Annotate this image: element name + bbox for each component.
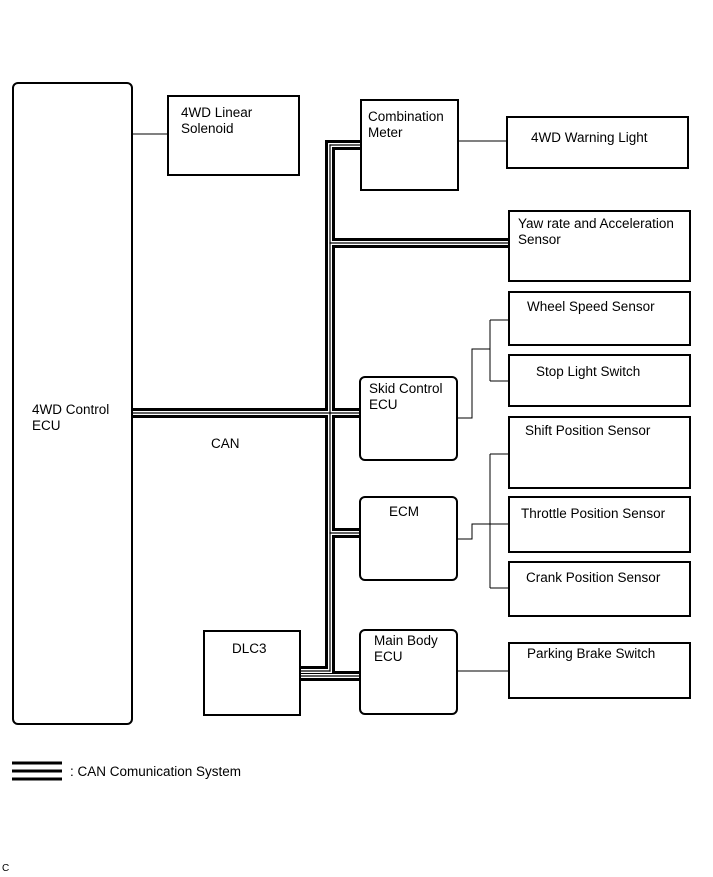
skid-control-ecu-box: Skid Control ECU xyxy=(359,376,458,461)
can-label: CAN xyxy=(211,436,240,451)
ecm-label: ECM xyxy=(389,504,419,519)
4wd-linear-solenoid-label: 4WD Linear Solenoid xyxy=(181,105,253,136)
parking-brake-switch-box: Parking Brake Switch xyxy=(508,642,691,699)
combination-meter-label: Combination Meter xyxy=(368,109,444,140)
crank-position-sensor-label: Crank Position Sensor xyxy=(526,570,661,585)
dlc3-box: DLC3 xyxy=(203,630,301,716)
legend-label: : CAN Comunication System xyxy=(70,764,242,779)
shift-position-sensor-label: Shift Position Sensor xyxy=(525,423,651,438)
dlc3-label: DLC3 xyxy=(232,641,267,656)
crank-position-sensor-box: Crank Position Sensor xyxy=(508,561,691,617)
legend-can-symbol xyxy=(12,761,62,781)
throttle-position-sensor-box: Throttle Position Sensor xyxy=(508,496,691,553)
main-body-ecu-label: Main Body ECU xyxy=(374,633,438,664)
skid-control-ecu-label: Skid Control ECU xyxy=(369,381,443,412)
yaw-rate-sensor-label: Yaw rate and Acceleration Sensor xyxy=(518,216,674,247)
stop-light-switch-label: Stop Light Switch xyxy=(536,364,641,379)
4wd-control-ecu-label: 4WD Control ECU xyxy=(32,402,110,433)
main-body-ecu-box: Main Body ECU xyxy=(359,629,458,715)
yaw-rate-sensor-box: Yaw rate and Acceleration Sensor xyxy=(508,210,691,282)
4wd-warning-light-box: 4WD Warning Light xyxy=(506,116,689,169)
combination-meter-box: Combination Meter xyxy=(360,99,459,191)
4wd-warning-light-label: 4WD Warning Light xyxy=(531,130,648,145)
stop-light-switch-box: Stop Light Switch xyxy=(508,354,691,407)
ecm-box: ECM xyxy=(359,496,458,581)
wheel-speed-sensor-label: Wheel Speed Sensor xyxy=(527,299,655,314)
shift-position-sensor-box: Shift Position Sensor xyxy=(508,416,691,489)
single-wire-lines xyxy=(132,133,508,672)
parking-brake-switch-label: Parking Brake Switch xyxy=(527,646,656,661)
throttle-position-sensor-label: Throttle Position Sensor xyxy=(521,506,666,521)
corner-code: C xyxy=(2,863,10,874)
4wd-control-ecu-box: 4WD Control ECU xyxy=(12,82,133,725)
can-bus-lines xyxy=(128,140,513,681)
4wd-linear-solenoid-box: 4WD Linear Solenoid xyxy=(167,95,300,176)
wheel-speed-sensor-box: Wheel Speed Sensor xyxy=(508,291,691,346)
